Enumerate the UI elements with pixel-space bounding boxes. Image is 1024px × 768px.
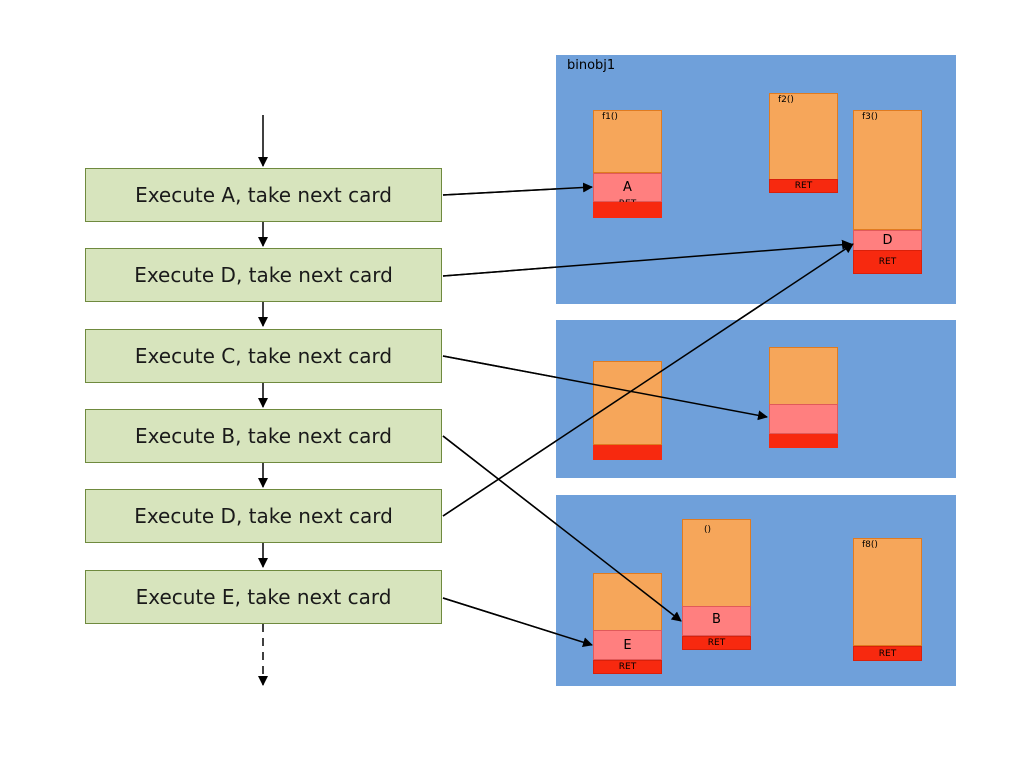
- function-block: [593, 361, 662, 460]
- card-text: Execute B, take next card: [135, 424, 392, 448]
- marker-b: B: [682, 606, 751, 636]
- card-execute-c: Execute C, take next card: [85, 329, 442, 383]
- ret-label: RET: [769, 179, 838, 193]
- card-execute-d-2: Execute D, take next card: [85, 489, 442, 543]
- marker-e: E: [593, 630, 662, 660]
- function-label: f1(): [602, 112, 618, 122]
- card-execute-d: Execute D, take next card: [85, 248, 442, 302]
- ret-label: RET: [682, 636, 751, 650]
- ret-label: RET: [593, 660, 662, 674]
- panel-binobj2: [556, 320, 956, 478]
- panel-title: binobj1: [567, 58, 616, 73]
- map-arrow-c: [442, 355, 768, 421]
- card-text: Execute D, take next card: [134, 504, 393, 528]
- function-f8: f8() RET: [853, 538, 922, 661]
- function-label: (): [704, 525, 712, 535]
- function-label: f3(): [862, 112, 878, 122]
- function-f3: f3() D RET: [853, 110, 922, 274]
- highlight-block: [769, 404, 838, 434]
- card-execute-a: Execute A, take next card: [85, 168, 442, 222]
- marker-a: A: [593, 173, 662, 202]
- function-f2: f2() RET: [769, 93, 838, 195]
- function-label: f2(): [778, 95, 794, 105]
- card-text: Execute E, take next card: [135, 585, 392, 609]
- function-block-b: () B RET: [682, 519, 751, 650]
- ret-label: RET: [853, 250, 922, 274]
- card-text: Execute D, take next card: [134, 263, 393, 287]
- function-label: f8(): [862, 540, 878, 550]
- card-text: Execute C, take next card: [134, 344, 393, 368]
- function-block-c: [769, 347, 838, 448]
- map-arrow-d1: [442, 239, 852, 277]
- panel-binobj3: E RET () B RET f8() RET: [556, 495, 956, 686]
- card-execute-e: Execute E, take next card: [85, 570, 442, 624]
- card-execute-b: Execute B, take next card: [85, 409, 442, 463]
- map-arrow-b: [442, 435, 682, 622]
- function-block-e: E RET: [593, 573, 662, 674]
- ret-label: RET: [853, 646, 922, 661]
- card-text: Execute A, take next card: [135, 183, 392, 207]
- function-f1: f1() A RET: [593, 110, 662, 218]
- map-arrow-e: [442, 597, 593, 648]
- map-arrow-d2: [442, 243, 854, 517]
- map-arrow-a: [442, 182, 593, 196]
